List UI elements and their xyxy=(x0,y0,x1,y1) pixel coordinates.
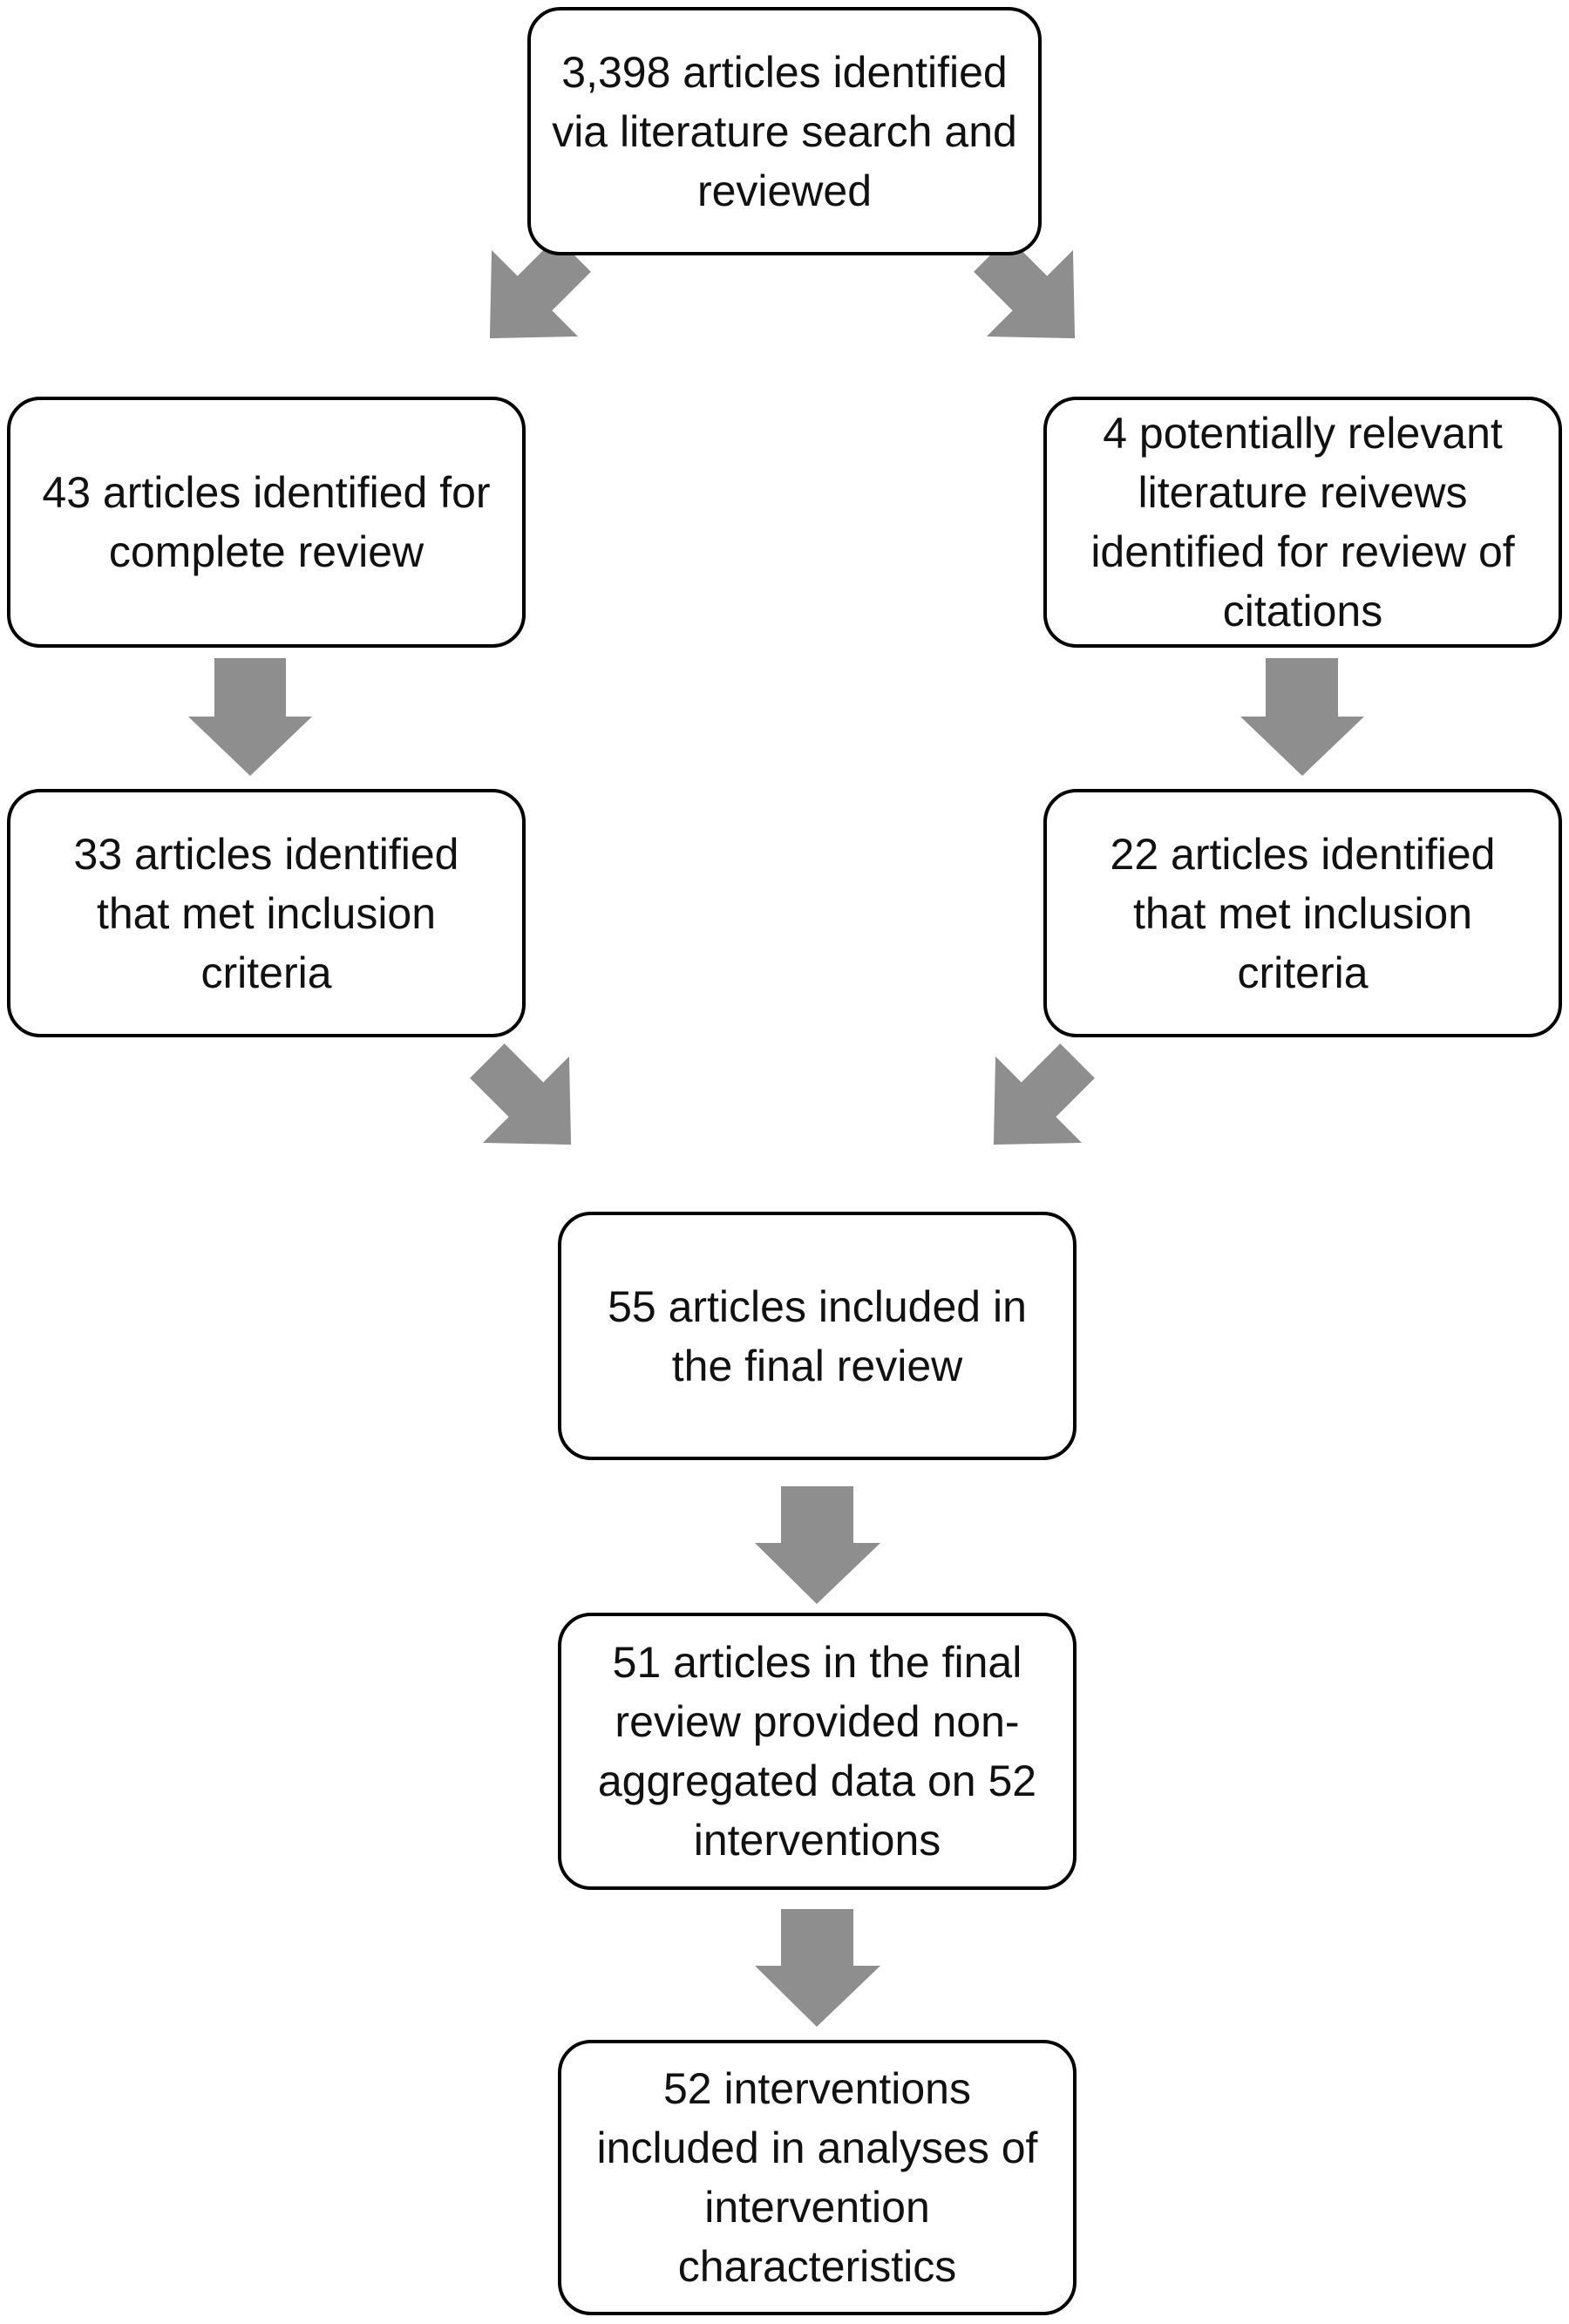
arrow-lit-reviews-to-right-inclusion xyxy=(1240,658,1364,776)
box-right-inclusion: 22 articles identified that met inclusio… xyxy=(1043,789,1562,1037)
box-identified: 3,398 articles identified via literature… xyxy=(527,7,1042,255)
box-final-review: 55 articles included in the final review xyxy=(558,1212,1077,1460)
box-lit-reviews-text: 4 potentially relevant literature reivew… xyxy=(1090,409,1515,635)
box-interventions: 52 interventions included in analyses of… xyxy=(558,2040,1077,2315)
box-complete-review-text: 43 articles identified for complete revi… xyxy=(42,468,491,576)
box-identified-text: 3,398 articles identified via literature… xyxy=(552,47,1017,215)
box-left-inclusion-text: 33 articles identified that met inclusio… xyxy=(73,829,459,997)
box-lit-reviews: 4 potentially relevant literature reivew… xyxy=(1043,397,1562,648)
arrow-right-inclusion-to-final-review xyxy=(993,1043,1095,1145)
arrow-final-review-to-non-aggregated xyxy=(755,1486,880,1604)
box-final-review-text: 55 articles included in the final review xyxy=(608,1281,1027,1390)
arrow-non-aggregated-to-interventions xyxy=(755,1909,880,2027)
box-non-aggregated-text: 51 articles in the final review provided… xyxy=(597,1638,1037,1865)
arrow-complete-review-to-left-inclusion xyxy=(188,658,312,776)
arrow-left-inclusion-to-final-review xyxy=(470,1043,572,1145)
box-complete-review: 43 articles identified for complete revi… xyxy=(7,397,526,648)
box-non-aggregated: 51 articles in the final review provided… xyxy=(558,1613,1077,1890)
box-interventions-text: 52 interventions included in analyses of… xyxy=(596,2064,1038,2291)
box-right-inclusion-text: 22 articles identified that met inclusio… xyxy=(1110,829,1496,997)
box-left-inclusion: 33 articles identified that met inclusio… xyxy=(7,789,526,1037)
